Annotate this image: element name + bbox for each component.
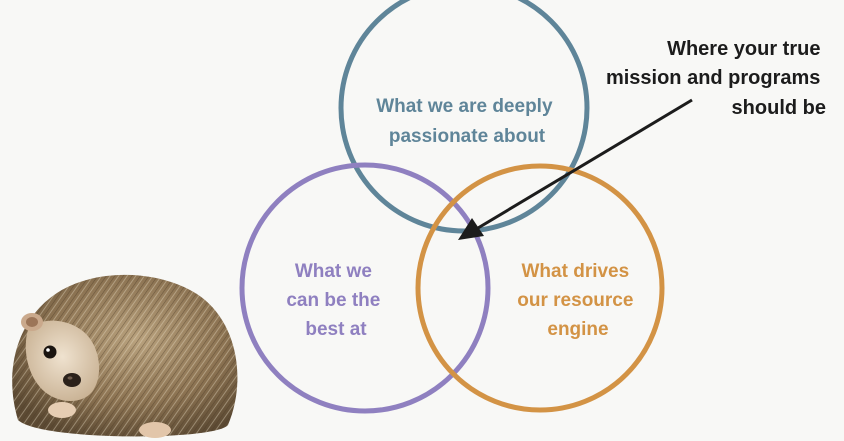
callout-text: Where your true mission and programs sho…	[606, 38, 826, 119]
best-at-label: What we can be the best at	[286, 261, 385, 340]
resource-engine-label-line: our resource	[517, 290, 633, 311]
passion-label-line: What we are deeply	[376, 96, 553, 117]
best-at-label-line: can be the	[286, 290, 380, 311]
passion-label-line: passionate about	[389, 126, 546, 147]
resource-engine-label: What drives our resource engine	[517, 261, 638, 340]
best-at-label-line: best at	[305, 319, 367, 340]
passion-label: What we are deeply passionate about	[376, 96, 558, 147]
callout-line: Where your true	[667, 38, 820, 60]
best-at-circle	[239, 162, 491, 414]
resource-engine-circle	[415, 163, 665, 413]
callout-arrow	[458, 98, 693, 240]
hedgehog-icon	[12, 274, 238, 438]
callout-line: mission and programs	[606, 67, 821, 89]
resource-engine-label-line: What drives	[522, 261, 630, 282]
arrow-head-icon	[458, 218, 484, 240]
best-at-label-line: What we	[295, 261, 372, 282]
callout-line: should be	[732, 97, 826, 119]
resource-engine-label-line: engine	[547, 319, 608, 340]
